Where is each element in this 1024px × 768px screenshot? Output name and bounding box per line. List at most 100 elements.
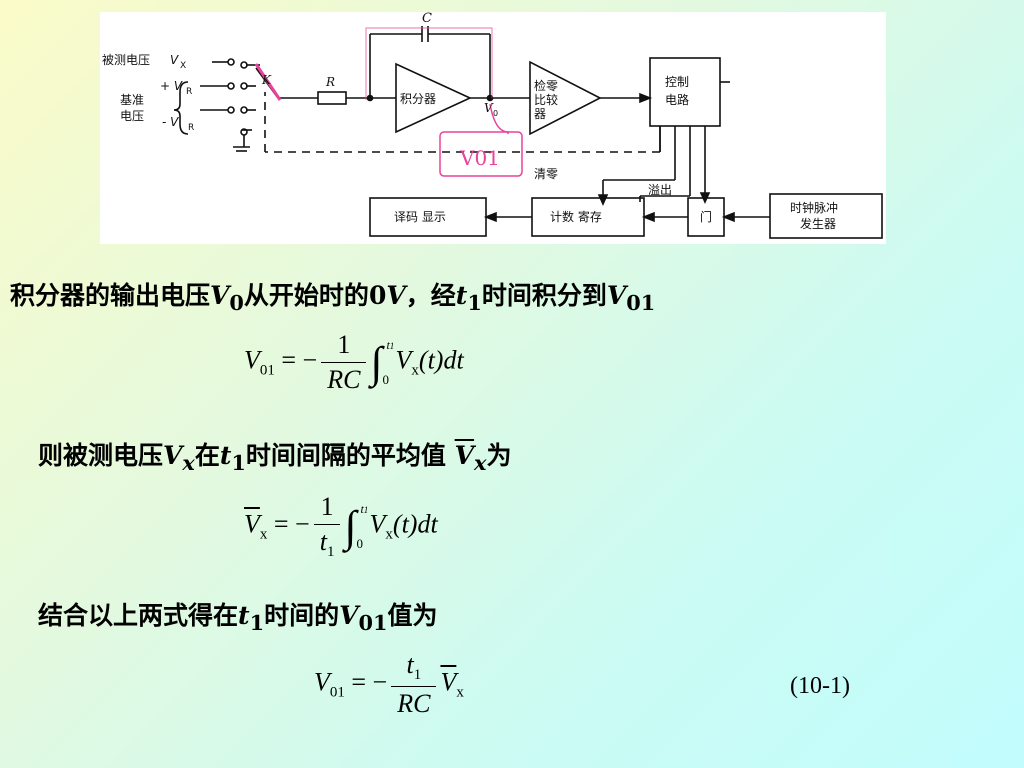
eq3-denominator: RC xyxy=(391,686,437,719)
label-vr-pos-sub: R xyxy=(186,87,192,97)
label-clock-1: 时钟脉冲 xyxy=(790,200,838,215)
eq2-numerator: 1 xyxy=(320,492,334,521)
eq3-lhs-v: V xyxy=(314,667,330,697)
label-vx-sym: V xyxy=(170,53,179,67)
line2-vbar-sub: x xyxy=(474,450,487,475)
switch-highlight xyxy=(254,63,282,101)
block-diagram: C 被测电压 V X 基准 电压 + V R - V R K R 积分器 V 0… xyxy=(100,12,886,244)
label-ref-2: 电压 xyxy=(120,109,144,123)
line2-v: V xyxy=(163,441,183,470)
label-vr-pos: + V xyxy=(160,79,183,93)
line2-text-d: 为 xyxy=(486,441,512,470)
eq1-relation: = − xyxy=(274,345,318,375)
label-integrator: 积分器 xyxy=(400,92,436,106)
line1-t: t xyxy=(455,281,468,310)
line2-vbar: V xyxy=(454,441,475,470)
label-comparator-3: 器 xyxy=(534,107,546,121)
label-vr-neg-sub: R xyxy=(188,123,194,133)
eq3-numerator: t1 xyxy=(406,650,422,683)
eq2-lower-limit: 0 xyxy=(356,536,363,551)
label-counter: 计数 寄存 xyxy=(550,209,602,224)
label-vr-neg: - V xyxy=(162,115,179,129)
line3-text-a: 结合以上两式得在 xyxy=(38,601,239,630)
eq3-lhs-sub: 01 xyxy=(329,684,345,701)
eq2-integrand-sub: x xyxy=(385,526,393,543)
line1-v: V xyxy=(210,281,230,310)
text-line-2: 则被测电压Vx在t1时间间隔的平均值 Vx为 xyxy=(38,436,511,475)
label-clear: 清零 xyxy=(534,167,558,181)
eq2-relation: = − xyxy=(267,509,310,539)
line1-v-sub: 0 xyxy=(229,290,244,315)
line3-v: V xyxy=(339,601,359,630)
label-ref-1: 基准 xyxy=(120,93,144,107)
line3-v-sub: 01 xyxy=(358,610,388,635)
eq1-integrand-rest: (t)dt xyxy=(418,345,464,375)
label-control-1: 控制 xyxy=(665,75,689,89)
line3-t: t xyxy=(238,601,250,630)
label-vx-sub: X xyxy=(180,61,186,71)
label-overflow: 溢出 xyxy=(648,183,672,197)
label-comparator-2: 比较 xyxy=(534,92,558,107)
line1-text-d: ，经 xyxy=(405,281,456,310)
eq1-upper-limit: t1 xyxy=(386,338,395,352)
label-v0-sub: 0 xyxy=(493,109,498,118)
eq2-integrand-v: V xyxy=(369,509,386,539)
equation-number: (10-1) xyxy=(790,673,850,699)
line2-v-sub: x xyxy=(182,450,195,475)
feedback-highlight xyxy=(365,27,493,100)
eq3-rhs-sub: x xyxy=(456,684,464,701)
line3-t-sub: 1 xyxy=(249,610,265,635)
label-r: R xyxy=(325,75,335,89)
eq1-lhs-sub: 01 xyxy=(259,362,275,379)
line1-t-sub: 1 xyxy=(467,290,482,315)
text-line-3: 结合以上两式得在t1时间的V01值为 xyxy=(38,596,438,635)
eq2-lhs-vbar: V xyxy=(244,509,260,539)
eq3-rhs-vbar: V xyxy=(440,667,457,697)
eq2-integrand-rest: (t)dt xyxy=(392,509,438,539)
label-v01-annotation: V01 xyxy=(459,146,500,170)
line1-v3: V xyxy=(606,281,627,310)
line1-v3-sub: 01 xyxy=(626,290,656,315)
label-comparator-1: 检零 xyxy=(534,78,558,93)
line2-t-sub: 1 xyxy=(231,450,246,475)
label-vx: 被测电压 xyxy=(102,53,150,67)
eq2-denominator: t1 xyxy=(313,524,341,561)
diagram-background xyxy=(100,12,886,244)
line3-text-c: 值为 xyxy=(387,601,438,630)
line1-text-a: 积分器的输出电压 xyxy=(10,281,211,310)
eq1-lower-limit: 0 xyxy=(382,372,389,387)
line1-v2: V xyxy=(386,281,406,310)
label-decoder: 译码 显示 xyxy=(394,210,446,224)
line1-text-e: 时间积分到 xyxy=(481,281,607,310)
text-line-1: 积分器的输出电压V0从开始时的0V，经t1时间积分到V01 xyxy=(10,276,655,315)
label-v0: V xyxy=(484,101,494,115)
v01-annotation-box xyxy=(439,131,523,177)
label-k: K xyxy=(261,73,272,87)
line2-text-c: 时间间隔的平均值 xyxy=(245,441,455,470)
label-clock-2: 发生器 xyxy=(800,216,836,231)
line1-zero: 0 xyxy=(368,281,387,310)
label-control-2: 电路 xyxy=(665,92,689,107)
eq3-relation: = − xyxy=(344,667,388,697)
label-gate: 门 xyxy=(700,209,712,224)
line2-text-a: 则被测电压 xyxy=(38,441,164,470)
label-c: C xyxy=(422,12,432,26)
eq1-denominator: RC xyxy=(321,362,367,395)
line2-text-b: 在 xyxy=(194,441,220,470)
line3-text-b: 时间的 xyxy=(264,601,340,630)
line1-text-b: 从开始时的 xyxy=(243,281,369,310)
line2-t: t xyxy=(219,441,232,470)
eq2-upper-limit: t1 xyxy=(360,502,369,516)
eq1-integrand-v: V xyxy=(395,345,412,375)
eq1-numerator: 1 xyxy=(337,330,351,359)
eq2-lhs-sub: x xyxy=(259,526,268,543)
eq1-lhs-v: V xyxy=(244,345,260,375)
